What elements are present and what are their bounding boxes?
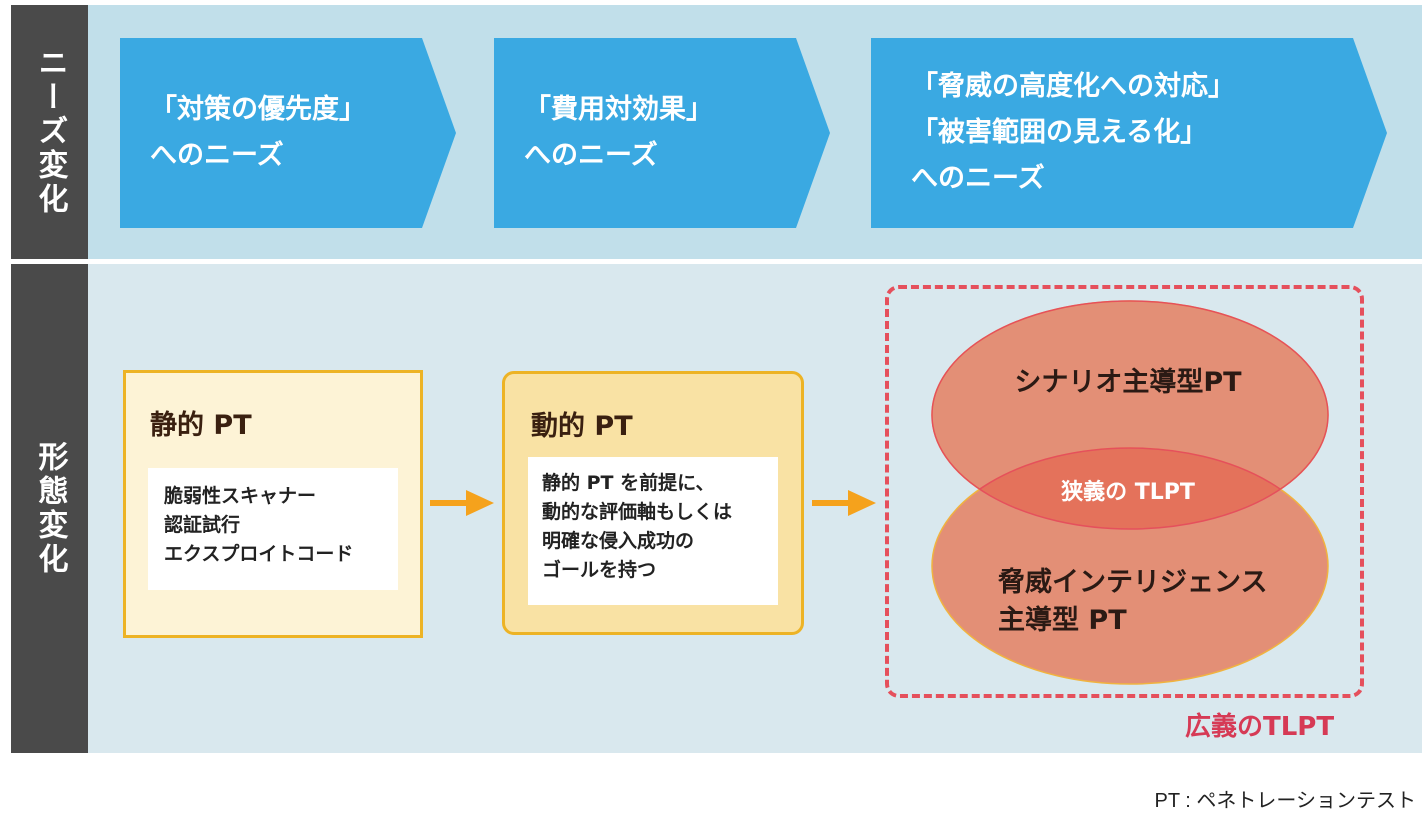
needs-chevron-cost-effectiveness: 「費用対効果」 へのニーズ [494,38,830,228]
static-pt-detail: 脆弱性スキャナー 認証試行 エクスプロイトコード [148,468,398,590]
narrow-tlpt-overlap [932,447,1328,529]
detail-line: ゴールを持つ [542,559,657,581]
needs-chevron-priority: 「対策の優先度」 へのニーズ [120,38,456,228]
static-pt-box: 静的 PT 脆弱性スキャナー 認証試行 エクスプロイトコード [123,370,423,638]
intel-pt-label: 脅威インテリジェンス 主導型 PT [998,564,1318,640]
needs-chevron-threat-response: 「脅威の高度化への対応」 「被害範囲の見える化」 へのニーズ [871,38,1387,228]
static-pt-title: 静的 PT [150,410,252,441]
chevron-line: 「被害範囲の見える化」 [911,117,1208,148]
intel-pt-line: 主導型 PT [998,605,1127,636]
chevron-line: へのニーズ [150,140,284,171]
scenario-pt-label: シナリオ主導型PT [1014,367,1242,398]
chevron-line: 「対策の優先度」 [150,94,366,125]
intel-pt-line: 脅威インテリジェンス [998,567,1268,598]
detail-line: 認証試行 [164,514,241,536]
needs-change-label: ニーズ変化 [11,5,88,259]
form-change-label: 形態変化 [11,264,88,753]
dynamic-pt-box: 動的 PT 静的 PT を前提に、 動的な評価軸もしくは 明確な侵入成功の ゴー… [502,371,804,635]
detail-line: 脆弱性スキャナー [164,485,317,507]
broad-tlpt-label: 広義のTLPT [1185,712,1335,742]
detail-line: 静的 PT を前提に、 [542,472,715,494]
form-change-label-text: 形態変化 [32,440,68,577]
chevron-line: へのニーズ [911,163,1045,194]
detail-line: 明確な侵入成功の [542,530,695,552]
tlpt-venn-diagram [931,300,1329,685]
arrow-right-icon [812,490,876,516]
detail-line: エクスプロイトコード [164,543,354,565]
dynamic-pt-title: 動的 PT [531,411,633,442]
chevron-line: へのニーズ [524,140,658,171]
chevron-line: 「費用対効果」 [524,94,713,125]
needs-change-label-text: ニーズ変化 [32,47,68,217]
broad-tlpt-frame [885,285,1364,698]
detail-line: 動的な評価軸もしくは [542,501,733,523]
arrow-right-icon [430,490,494,516]
footnote: PT : ペネトレーションテスト [1154,790,1416,812]
narrow-tlpt-label: 狭義の TLPT [1061,480,1195,505]
chevron-line: 「脅威の高度化への対応」 [911,71,1235,102]
dynamic-pt-detail: 静的 PT を前提に、 動的な評価軸もしくは 明確な侵入成功の ゴールを持つ [528,457,778,605]
